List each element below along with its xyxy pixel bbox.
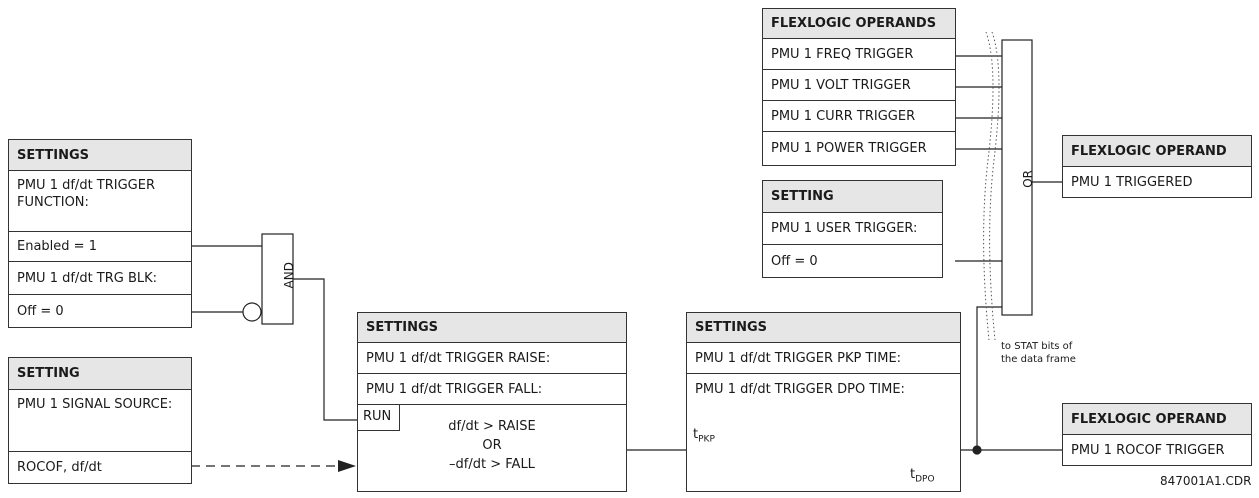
block-value: Off = 0	[17, 303, 64, 319]
function-value: Enabled = 1	[9, 232, 191, 262]
stat-note-line1: to STAT bits of	[1001, 341, 1073, 352]
and-gate-label: AND	[282, 262, 296, 289]
stat-bracket	[983, 31, 994, 341]
signal-source-box: SETTING PMU 1 SIGNAL SOURCE: ROCOF, df/d…	[8, 357, 192, 484]
and-letter-a: A	[282, 280, 296, 289]
timer-settings-box: SETTINGS PMU 1 df/dt TRIGGER PKP TIME: P…	[686, 312, 961, 492]
condition-raise: df/dt > RAISE	[448, 419, 536, 434]
run-input: RUN	[358, 405, 400, 431]
and-letter-d: D	[282, 262, 296, 272]
or-letter-o: O	[1021, 178, 1035, 188]
operand-freq-trigger: PMU 1 FREQ TRIGGER	[763, 39, 955, 70]
pkp-time-label: PMU 1 df/dt TRIGGER PKP TIME:	[687, 343, 960, 374]
or-gate	[1001, 39, 1033, 316]
wire-and-run	[293, 278, 358, 421]
or-letter-r: R	[1021, 170, 1035, 179]
flexlogic-operands-box: FLEXLOGIC OPERANDS PMU 1 FREQ TRIGGER PM…	[762, 8, 956, 166]
fall-label: PMU 1 df/dt TRIGGER FALL:	[358, 374, 626, 405]
t-pkp-label: tPKP	[693, 427, 715, 445]
user-trigger-header: SETTING	[763, 181, 942, 213]
inverter-circle	[242, 302, 262, 322]
signal-source-value: ROCOF, df/dt	[17, 460, 102, 475]
operand-volt-trigger: PMU 1 VOLT TRIGGER	[763, 70, 955, 101]
operand-triggered-box: FLEXLOGIC OPERAND PMU 1 TRIGGERED	[1062, 135, 1252, 198]
raise-fall-header: SETTINGS	[358, 313, 626, 343]
drawing-code: 847001A1.CDR	[1160, 474, 1252, 488]
and-gate	[261, 233, 294, 325]
t-pkp-t: t	[693, 427, 699, 442]
stat-note: to STAT bits of the data frame	[1001, 340, 1076, 366]
user-trigger-value: Off = 0	[771, 253, 818, 269]
and-letter-n: N	[282, 271, 296, 281]
wire-junction-or	[976, 306, 1002, 450]
operand-triggered-header: FLEXLOGIC OPERAND	[1063, 136, 1251, 167]
function-label: PMU 1 df/dt TRIGGER FUNCTION:	[9, 171, 191, 232]
operand-power-trigger: PMU 1 POWER TRIGGER	[771, 141, 927, 156]
function-settings-header: SETTINGS	[9, 140, 191, 171]
user-trigger-box: SETTING PMU 1 USER TRIGGER: Off = 0	[762, 180, 943, 278]
function-settings-box: SETTINGS PMU 1 df/dt TRIGGER FUNCTION: E…	[8, 139, 192, 328]
operand-curr-trigger: PMU 1 CURR TRIGGER	[763, 101, 955, 132]
signal-source-header: SETTING	[9, 358, 191, 390]
dpo-time-label: PMU 1 df/dt TRIGGER DPO TIME:	[695, 382, 905, 397]
comparator-body: RUN df/dt > RAISE OR –df/dt > FALL	[358, 405, 626, 491]
signal-arrow	[338, 460, 356, 472]
t-dpo-t: t	[910, 467, 916, 482]
operand-rocof-header: FLEXLOGIC OPERAND	[1063, 404, 1251, 435]
signal-source-label: PMU 1 SIGNAL SOURCE:	[9, 390, 191, 452]
t-dpo-sub: DPO	[915, 474, 935, 485]
t-dpo-label: tDPO	[910, 467, 935, 485]
operand-rocof-box: FLEXLOGIC OPERAND PMU 1 ROCOF TRIGGER	[1062, 403, 1252, 466]
raise-label: PMU 1 df/dt TRIGGER RAISE:	[358, 343, 626, 374]
block-label: PMU 1 df/dt TRG BLK:	[9, 262, 191, 295]
condition-or: OR	[482, 438, 502, 453]
or-gate-label: OR	[1021, 170, 1035, 188]
t-pkp-sub: PKP	[698, 434, 715, 445]
stat-note-line2: the data frame	[1001, 354, 1076, 365]
condition-fall: –df/dt > FALL	[449, 457, 535, 472]
user-trigger-label: PMU 1 USER TRIGGER:	[763, 213, 942, 245]
operand-rocof-value: PMU 1 ROCOF TRIGGER	[1071, 442, 1225, 458]
flexlogic-operands-header: FLEXLOGIC OPERANDS	[763, 9, 955, 39]
timer-header: SETTINGS	[687, 313, 960, 343]
operand-triggered-value: PMU 1 TRIGGERED	[1071, 174, 1193, 190]
raise-fall-settings-box: SETTINGS PMU 1 df/dt TRIGGER RAISE: PMU …	[357, 312, 627, 492]
